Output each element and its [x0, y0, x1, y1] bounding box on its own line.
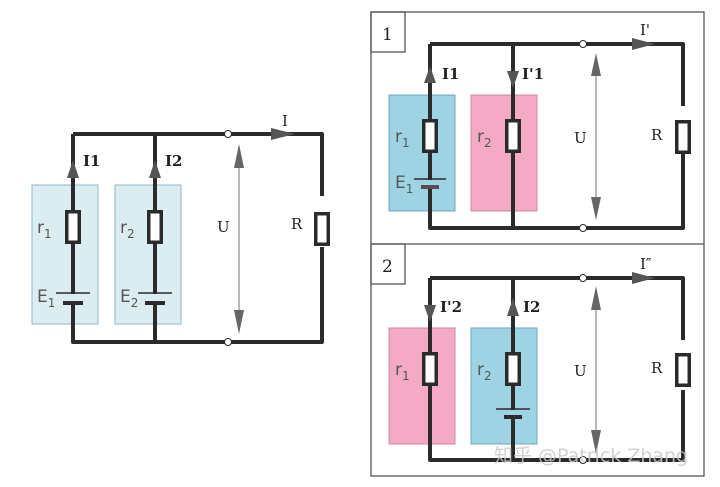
label-r: R	[651, 126, 663, 144]
label-i2: I2	[523, 298, 540, 316]
main-circuit: I1 I2 I U R r1 r2 E1 E2	[31, 112, 330, 346]
label-u: U	[574, 129, 587, 147]
terminal-top	[579, 274, 587, 282]
label-u: U	[574, 362, 587, 380]
terminal-top	[579, 40, 587, 48]
current-arrow-i1-prime	[507, 71, 519, 88]
label-i-prime: I'	[640, 21, 650, 39]
label-i-double-prime: I″	[640, 255, 652, 273]
voltage-arrow	[591, 286, 601, 454]
current-arrow-i2-prime	[424, 305, 436, 322]
resistor-load	[675, 120, 691, 154]
current-arrow-i-double-prime	[632, 272, 655, 284]
label-i: I	[282, 112, 288, 130]
panel-1-number: 1	[382, 25, 393, 45]
battery-e2	[496, 408, 530, 419]
terminal-bottom	[579, 224, 587, 232]
resistor-r2	[505, 119, 521, 153]
label-r1: r1	[37, 218, 52, 241]
voltage-arrow	[591, 53, 601, 220]
label-i1-prime: I'1	[522, 65, 544, 83]
label-e1: E1	[395, 173, 413, 196]
label-r1: r1	[395, 360, 410, 383]
label-r: R	[291, 215, 303, 233]
terminal-top	[224, 130, 232, 138]
source-box-passive	[388, 327, 456, 445]
current-arrow-i-prime	[632, 38, 655, 50]
label-u: U	[217, 218, 230, 236]
terminal-bottom	[224, 338, 232, 346]
source-box-passive	[470, 94, 538, 212]
label-r2: r2	[477, 127, 492, 150]
wires	[428, 276, 685, 462]
current-arrow-i1	[424, 66, 436, 83]
resistor-r1	[65, 210, 81, 244]
label-r: R	[651, 359, 663, 377]
resistor-r2	[147, 210, 163, 244]
label-e1: E1	[37, 287, 55, 310]
source-box-active	[470, 327, 538, 445]
current-arrow-i	[271, 128, 295, 140]
wires	[428, 42, 685, 230]
battery-2	[138, 292, 172, 305]
current-arrow-i2	[149, 160, 161, 178]
battery-1	[56, 292, 90, 305]
resistor-load	[314, 212, 330, 246]
voltage-arrow	[234, 144, 244, 334]
resistor-r1	[422, 352, 438, 386]
label-r1: r1	[395, 127, 410, 150]
source-box-2	[114, 184, 182, 325]
resistor-load	[675, 353, 691, 387]
panels-frame	[370, 11, 705, 477]
panel-2: 2 I'2 I2 I″ U R r1 r2	[382, 255, 691, 464]
watermark: 知乎 @Patrick Zhang	[494, 445, 688, 467]
panel-1: 1 I1 I'1 I' U R r1 r2	[382, 21, 691, 232]
source-box-active	[388, 94, 456, 212]
wires	[71, 132, 324, 344]
label-i1: I1	[83, 152, 100, 170]
label-e2: E2	[120, 287, 138, 310]
source-box-1	[31, 184, 99, 325]
resistor-r1	[422, 119, 438, 153]
resistor-r2	[505, 352, 521, 386]
battery-e1	[414, 178, 446, 189]
current-arrow-i2	[507, 298, 519, 316]
terminal-bottom	[579, 456, 587, 464]
label-r2: r2	[120, 218, 135, 241]
label-i2: I2	[165, 152, 182, 170]
label-i1: I1	[442, 65, 459, 83]
label-i2-prime: I'2	[440, 298, 462, 316]
label-r2: r2	[477, 360, 492, 383]
current-arrow-i1	[67, 160, 79, 178]
panel-2-number: 2	[382, 257, 393, 277]
